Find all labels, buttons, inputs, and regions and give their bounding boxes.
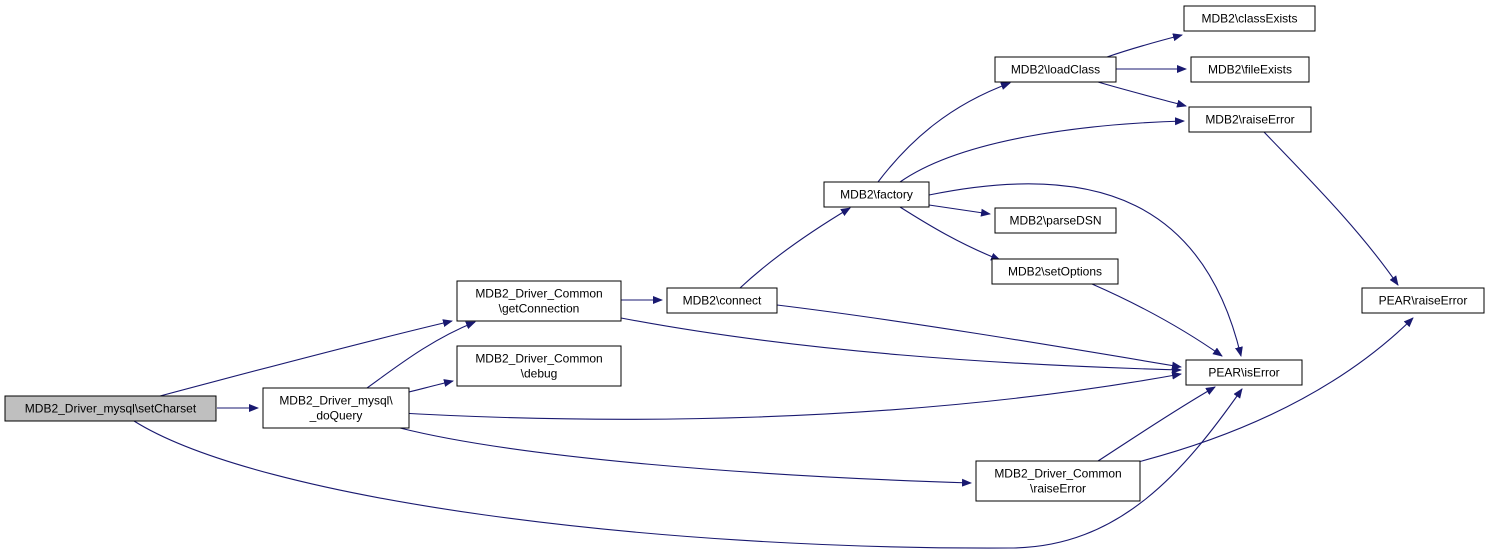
node-getConnection[interactable]: MDB2_Driver_Common\getConnection — [456, 280, 622, 322]
edge-setOptions-to-isError — [1091, 283, 1223, 357]
edge-loadClass-to-classExists — [1106, 33, 1183, 58]
node-box — [975, 460, 1141, 502]
node-label: MDB2_Driver_Common — [475, 352, 602, 366]
node-label: MDB2_Driver_mysql\ — [279, 394, 393, 408]
edge-commonRaiseError-to-isError — [1097, 386, 1216, 462]
node-label: \raiseError — [1030, 482, 1086, 496]
edge-arrow — [408, 379, 454, 393]
node-label: PEAR\raiseError — [1379, 294, 1468, 308]
edge-arrow — [133, 388, 1243, 549]
edge-doQuery-to-getConnection — [366, 321, 476, 389]
node-label: _doQuery — [309, 409, 363, 423]
node-connect[interactable]: MDB2\connect — [666, 287, 778, 314]
edge-arrow — [1097, 81, 1187, 108]
edge-arrow — [399, 427, 972, 487]
node-label: \getConnection — [499, 302, 580, 316]
node-label: MDB2_Driver_Common — [994, 467, 1121, 481]
edge-arrow — [1137, 317, 1414, 463]
edge-doQuery-to-debug — [408, 379, 454, 393]
edge-mdb2RaiseError-to-pearRaiseError — [1263, 131, 1399, 286]
node-mdb2RaiseError[interactable]: MDB2\raiseError — [1188, 106, 1312, 133]
node-box — [262, 387, 410, 429]
node-layer: MDB2_Driver_mysql\setCharsetMDB2_Driver_… — [4, 5, 1485, 502]
node-label: MDB2_Driver_mysql\setCharset — [25, 402, 197, 416]
edge-loadClass-to-mdb2RaiseError — [1097, 81, 1187, 108]
edge-setCharset-to-getConnection — [159, 319, 453, 397]
node-label: PEAR\isError — [1208, 366, 1279, 380]
node-fileExists[interactable]: MDB2\fileExists — [1190, 56, 1310, 83]
edge-arrow — [899, 117, 1185, 183]
edge-setCharset-to-isError — [133, 388, 1243, 549]
edge-arrow — [877, 82, 1011, 183]
node-box — [456, 345, 622, 387]
node-doQuery[interactable]: MDB2_Driver_mysql\_doQuery — [262, 387, 410, 429]
edge-arrow — [739, 207, 851, 289]
node-box — [994, 207, 1117, 234]
node-parseDSN[interactable]: MDB2\parseDSN — [994, 207, 1117, 234]
edge-doQuery-to-isError — [382, 371, 1182, 420]
node-box — [1190, 56, 1310, 83]
node-label: MDB2\classExists — [1201, 12, 1297, 26]
node-label: MDB2\setOptions — [1008, 265, 1102, 279]
edge-factory-to-mdb2RaiseError — [899, 117, 1185, 183]
edge-arrow — [1263, 131, 1399, 286]
edge-arrow — [159, 319, 453, 397]
edge-arrow — [899, 206, 1001, 261]
edge-arrow — [1106, 33, 1183, 58]
edge-arrow — [382, 371, 1182, 420]
node-commonRaiseError[interactable]: MDB2_Driver_Common\raiseError — [975, 460, 1141, 502]
node-label: MDB2\parseDSN — [1009, 214, 1101, 228]
node-box — [1183, 5, 1316, 32]
edge-arrow — [620, 317, 1182, 374]
node-setOptions[interactable]: MDB2\setOptions — [991, 258, 1119, 285]
node-box — [1361, 287, 1485, 314]
node-box — [1188, 106, 1312, 133]
edge-layer — [133, 33, 1414, 549]
edge-connect-to-factory — [739, 207, 851, 289]
edge-doQuery-to-commonRaiseError — [399, 427, 972, 487]
node-label: \debug — [521, 367, 558, 381]
node-box — [456, 280, 622, 322]
node-box — [4, 395, 217, 422]
edge-factory-to-setOptions — [899, 206, 1001, 261]
edge-factory-to-loadClass — [877, 82, 1011, 183]
edge-arrow — [928, 183, 1243, 357]
node-label: MDB2\raiseError — [1205, 113, 1294, 127]
node-box — [994, 56, 1117, 83]
node-factory[interactable]: MDB2\factory — [823, 181, 930, 208]
node-label: MDB2\loadClass — [1011, 63, 1100, 77]
edge-arrow — [366, 321, 476, 389]
node-label: MDB2\connect — [683, 294, 762, 308]
node-box — [991, 258, 1119, 285]
edge-arrow — [928, 204, 991, 217]
edge-factory-to-parseDSN — [928, 204, 991, 217]
node-box — [823, 181, 930, 208]
node-setCharset[interactable]: MDB2_Driver_mysql\setCharset — [4, 395, 217, 422]
node-classExists[interactable]: MDB2\classExists — [1183, 5, 1316, 32]
node-box — [666, 287, 778, 314]
node-debug[interactable]: MDB2_Driver_Common\debug — [456, 345, 622, 387]
edge-arrow — [1097, 386, 1216, 462]
edge-commonRaiseError-to-pearRaiseError — [1137, 317, 1414, 463]
edge-arrow — [776, 304, 1182, 370]
node-loadClass[interactable]: MDB2\loadClass — [994, 56, 1117, 83]
node-pearRaiseError[interactable]: PEAR\raiseError — [1361, 287, 1485, 314]
edge-connect-to-isError — [776, 304, 1182, 370]
edge-getConnection-to-isError — [620, 317, 1182, 374]
node-label: MDB2_Driver_Common — [475, 287, 602, 301]
node-label: MDB2\factory — [840, 188, 913, 202]
node-label: MDB2\fileExists — [1208, 63, 1292, 77]
edge-arrow — [1091, 283, 1223, 357]
node-isError[interactable]: PEAR\isError — [1185, 359, 1303, 386]
edge-factory-to-isError — [928, 183, 1243, 357]
node-box — [1185, 359, 1303, 386]
